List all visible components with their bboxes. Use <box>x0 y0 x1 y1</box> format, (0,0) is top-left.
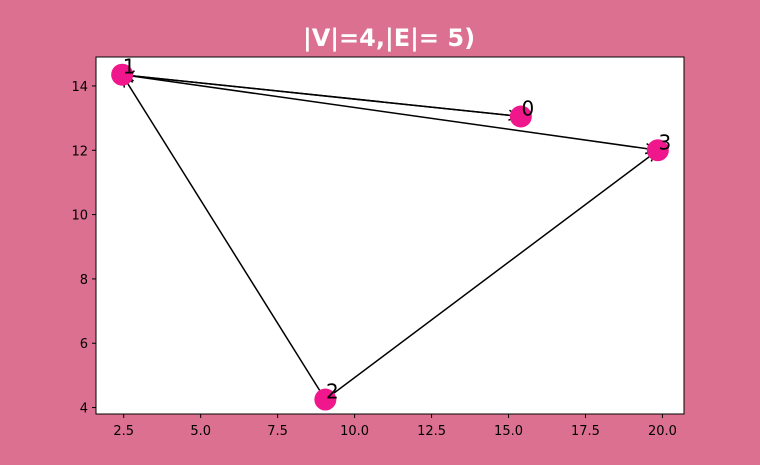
node-label-2: 2 <box>326 380 339 404</box>
y-axis: 4 6 8 10 12 14 <box>71 80 96 417</box>
edge-1-to-3 <box>122 73 656 151</box>
x-tick-label: 7.5 <box>267 424 288 439</box>
x-tick-label: 5.0 <box>190 424 211 439</box>
x-tick-label: 12.5 <box>417 424 446 439</box>
y-tick-label: 14 <box>71 80 88 95</box>
node-label-0: 0 <box>521 97 534 121</box>
edge-0-to-1 <box>124 74 521 118</box>
node-1 <box>111 63 134 86</box>
node-labels-layer: 0 1 2 3 <box>123 55 671 404</box>
x-tick-label: 2.5 <box>113 424 134 439</box>
node-label-1: 1 <box>123 55 136 79</box>
figure-title: |V|=4,|E|= 5) <box>303 24 475 52</box>
node-label-3: 3 <box>658 130 671 154</box>
y-tick-label: 4 <box>80 402 88 417</box>
x-tick-label: 15.0 <box>494 424 523 439</box>
x-tick-label: 10.0 <box>340 424 369 439</box>
node-3 <box>646 139 669 162</box>
node-2 <box>314 388 337 411</box>
node-0 <box>509 105 532 128</box>
edge-2-to-3 <box>324 150 657 401</box>
y-tick-label: 8 <box>80 273 88 288</box>
nodes-layer <box>111 63 669 411</box>
edge-2-to-1 <box>122 75 326 400</box>
x-axis: 2.5 5.0 7.5 10.0 12.5 15.0 17.5 20.0 <box>113 414 677 439</box>
y-tick-label: 10 <box>71 209 88 224</box>
x-tick-label: 17.5 <box>571 424 600 439</box>
y-tick-label: 6 <box>80 337 88 352</box>
y-tick-label: 12 <box>71 144 88 159</box>
plot-area <box>95 56 685 415</box>
x-tick-label: 20.0 <box>648 424 677 439</box>
